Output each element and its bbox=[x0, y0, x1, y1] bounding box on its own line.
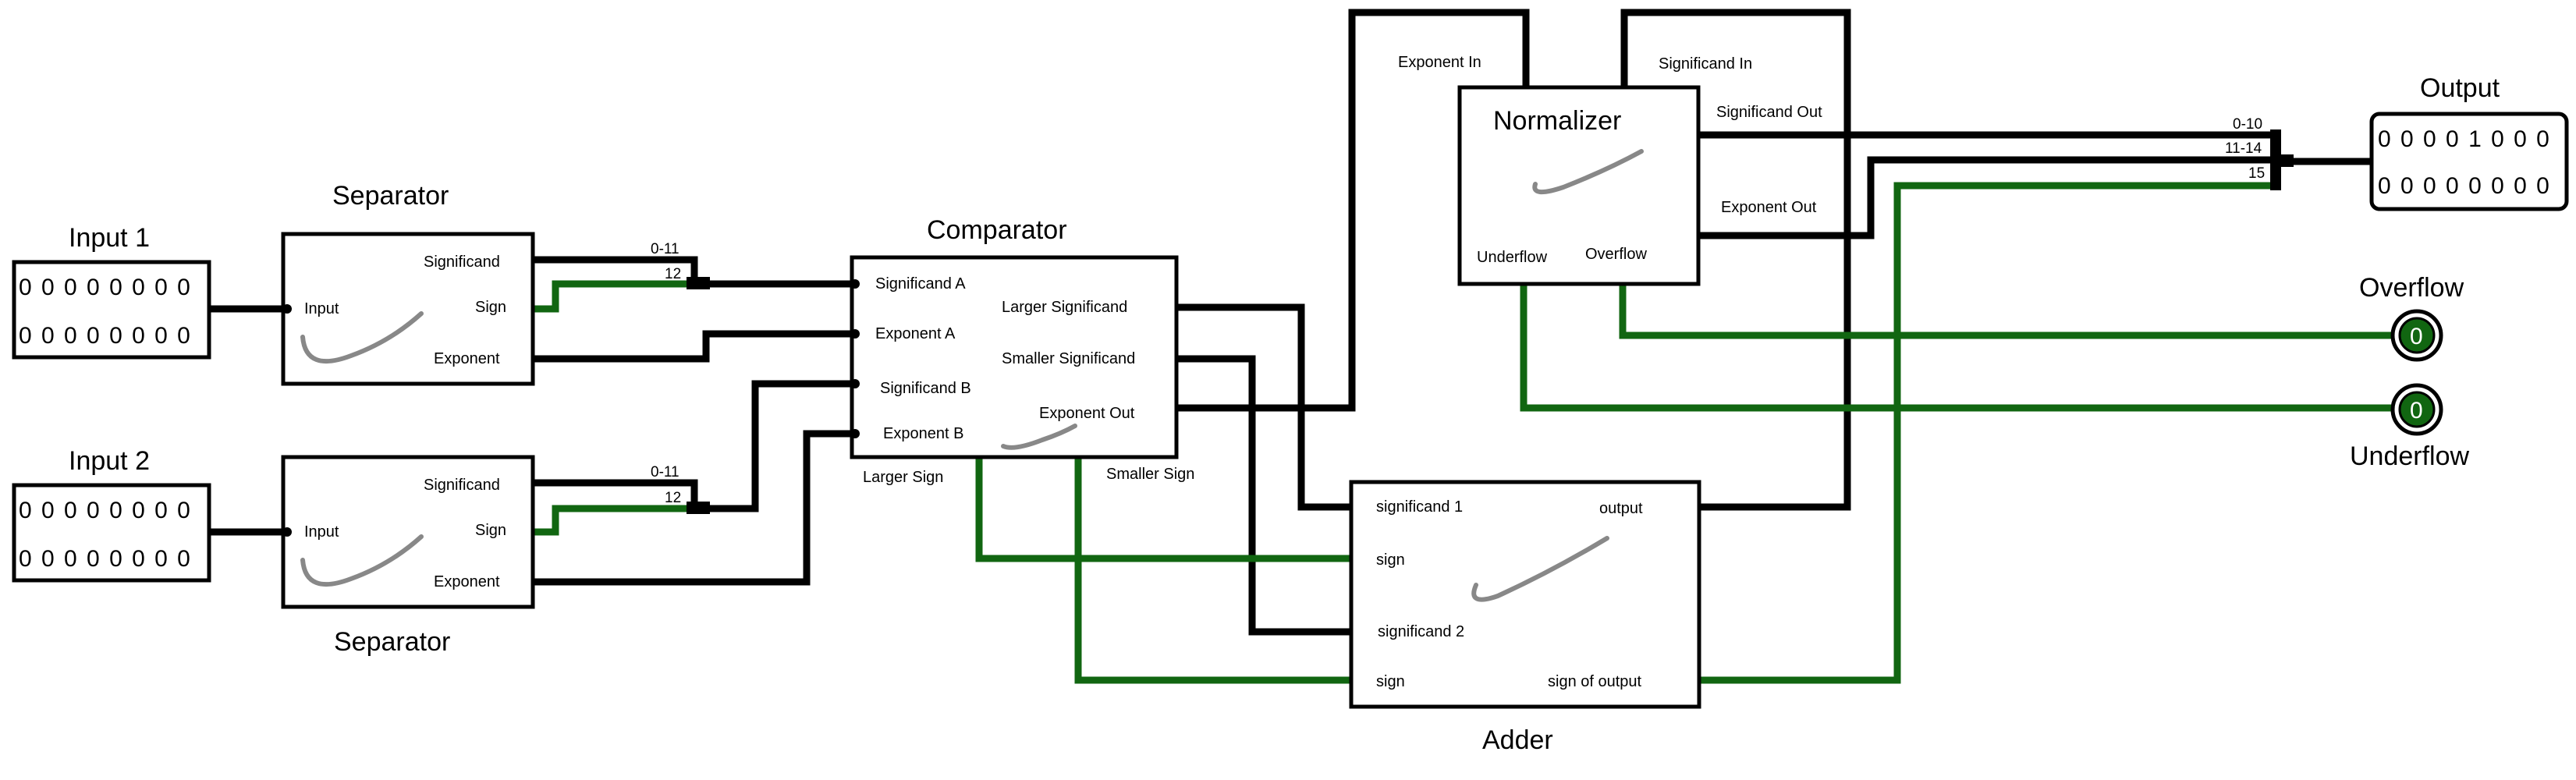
adder-title: Adder bbox=[1482, 725, 1553, 755]
splitter-2[interactable]: 0-11 12 bbox=[651, 464, 710, 514]
wire-smaller-significand[interactable] bbox=[1176, 355, 1353, 636]
normalizer-port-significand-out: Significand Out bbox=[1716, 104, 1822, 121]
adder-curve-icon bbox=[1471, 536, 1609, 602]
normalizer-port-underflow: Underflow bbox=[1477, 249, 1548, 266]
comparator-curve-icon bbox=[1001, 424, 1077, 450]
output-splitter[interactable]: 0-10 11-14 15 bbox=[2225, 116, 2294, 190]
wire-sign-of-output[interactable] bbox=[1699, 182, 2270, 684]
input-1-row1[interactable]: 0 0 0 0 0 0 0 0 bbox=[19, 275, 192, 300]
separator-2-port-input: Input bbox=[304, 523, 339, 541]
wire-sep2-sign[interactable] bbox=[532, 505, 687, 536]
separator-1-box[interactable] bbox=[281, 232, 535, 386]
output[interactable]: Output 0 0 0 0 1 0 0 0 0 0 0 0 0 0 0 0 bbox=[2369, 73, 2569, 211]
input-2[interactable]: Input 2 0 0 0 0 0 0 0 0 0 0 0 0 0 0 0 0 bbox=[12, 446, 211, 583]
comparator-port-larger-significand: Larger Significand bbox=[1002, 299, 1127, 316]
comparator-box[interactable] bbox=[850, 255, 1179, 459]
separator-2-curve-icon bbox=[300, 534, 424, 587]
splitter-1-label-b: 12 bbox=[665, 266, 681, 282]
separator-2-box[interactable] bbox=[281, 455, 535, 609]
overflow-value: 0 bbox=[2410, 324, 2423, 349]
overflow-indicator: Overflow 0 bbox=[2359, 273, 2464, 362]
comparator-port-exponent-a: Exponent A bbox=[875, 325, 956, 342]
normalizer-box[interactable] bbox=[1457, 85, 1701, 286]
output-box bbox=[2369, 112, 2569, 211]
input-2-row1[interactable]: 0 0 0 0 0 0 0 0 bbox=[19, 498, 192, 523]
input-1-title: Input 1 bbox=[69, 223, 150, 253]
separator-1[interactable]: Separator Input Significand Sign Exponen… bbox=[281, 181, 535, 386]
wire-sep1-exponent[interactable] bbox=[532, 330, 853, 363]
output-title: Output bbox=[2420, 73, 2500, 103]
normalizer-port-exponent-in: Exponent In bbox=[1398, 54, 1481, 71]
normalizer-port-exponent-out: Exponent Out bbox=[1721, 199, 1817, 216]
input-2-box[interactable] bbox=[12, 483, 211, 583]
overflow-title: Overflow bbox=[2359, 273, 2464, 303]
normalizer-title: Normalizer bbox=[1493, 106, 1621, 136]
separator-2-port-exponent: Exponent bbox=[434, 573, 500, 590]
splitter-1[interactable]: 0-11 12 bbox=[651, 241, 710, 289]
adder-port-sign-of-output: sign of output bbox=[1548, 673, 1642, 690]
wire-exponent-out[interactable] bbox=[1176, 9, 1530, 412]
normalizer-port-significand-in: Significand In bbox=[1659, 55, 1752, 73]
wire-smaller-sign[interactable] bbox=[1074, 456, 1353, 684]
separator-1-port-input: Input bbox=[304, 300, 339, 317]
input-1[interactable]: Input 1 0 0 0 0 0 0 0 0 0 0 0 0 0 0 0 0 bbox=[12, 223, 211, 360]
separator-2-port-significand: Significand bbox=[424, 477, 500, 494]
splitter-2-label-a: 0-11 bbox=[651, 464, 679, 480]
normalizer-port-overflow: Overflow bbox=[1585, 246, 1647, 263]
separator-1-title: Separator bbox=[332, 181, 449, 211]
separator-2-port-sign: Sign bbox=[475, 522, 506, 539]
comparator-port-exponent-b: Exponent B bbox=[883, 425, 963, 442]
underflow-value: 0 bbox=[2410, 398, 2423, 424]
input-2-row2[interactable]: 0 0 0 0 0 0 0 0 bbox=[19, 546, 192, 572]
comparator-port-smaller-sign: Smaller Sign bbox=[1106, 466, 1194, 483]
splitter-1-label-a: 0-11 bbox=[651, 241, 679, 257]
comparator-port-exponent-out: Exponent Out bbox=[1039, 405, 1135, 422]
comparator-port-larger-sign: Larger Sign bbox=[863, 469, 943, 486]
comparator-title: Comparator bbox=[927, 215, 1067, 245]
wire-larger-sign[interactable] bbox=[975, 456, 1353, 562]
adder-port-output: output bbox=[1599, 500, 1643, 517]
output-splitter-label-c: 15 bbox=[2248, 165, 2265, 182]
separator-2[interactable]: Input Significand Sign Exponent Separato… bbox=[281, 455, 535, 657]
wire-sep1-sign[interactable] bbox=[532, 280, 687, 313]
splitter-2-label-b: 12 bbox=[665, 490, 681, 506]
comparator-port-significand-a: Significand A bbox=[875, 275, 966, 292]
input-1-box[interactable] bbox=[12, 260, 211, 360]
output-row2: 0 0 0 0 0 0 0 0 bbox=[2378, 173, 2551, 199]
normalizer[interactable]: Exponent In Significand In Normalizer Si… bbox=[1398, 54, 1822, 286]
underflow-title: Underflow bbox=[2350, 441, 2470, 471]
underflow-indicator: 0 Underflow bbox=[2350, 383, 2470, 471]
adder-port-significand2: significand 2 bbox=[1378, 623, 1464, 640]
bus-wires bbox=[209, 9, 2372, 636]
output-splitter-label-b: 11-14 bbox=[2225, 140, 2262, 157]
separator-1-port-sign: Sign bbox=[475, 299, 506, 316]
comparator[interactable]: Comparator Significand A Exponent A Sign… bbox=[850, 215, 1194, 486]
comparator-port-significand-b: Significand B bbox=[880, 380, 971, 397]
wire-exponent-out-norm[interactable] bbox=[1699, 156, 2270, 239]
adder-port-sign2: sign bbox=[1376, 673, 1405, 690]
input-2-title: Input 2 bbox=[69, 446, 150, 476]
wire-underflow[interactable] bbox=[1520, 282, 2403, 412]
separator-1-curve-icon bbox=[300, 311, 424, 364]
bit-wires bbox=[532, 182, 2403, 684]
wire-sep2-exponent[interactable] bbox=[532, 430, 853, 586]
comparator-port-smaller-significand: Smaller Significand bbox=[1002, 350, 1135, 367]
input-1-row2[interactable]: 0 0 0 0 0 0 0 0 bbox=[19, 323, 192, 349]
separator-2-title: Separator bbox=[334, 627, 450, 657]
separator-1-port-exponent: Exponent bbox=[434, 350, 500, 367]
wire-split2-significand-b[interactable] bbox=[702, 380, 853, 512]
adder-box[interactable] bbox=[1349, 480, 1701, 709]
adder-port-significand1: significand 1 bbox=[1376, 498, 1463, 516]
separator-1-port-significand: Significand bbox=[424, 254, 500, 271]
output-splitter-label-a: 0-10 bbox=[2233, 116, 2262, 133]
normalizer-curve-icon bbox=[1532, 149, 1644, 194]
wire-adder-output[interactable] bbox=[1620, 9, 1851, 511]
adder[interactable]: significand 1 sign significand 2 sign ou… bbox=[1349, 480, 1701, 755]
output-row1: 0 0 0 0 1 0 0 0 bbox=[2378, 126, 2551, 152]
adder-port-sign1: sign bbox=[1376, 551, 1405, 569]
wire-overflow[interactable] bbox=[1619, 282, 2403, 339]
